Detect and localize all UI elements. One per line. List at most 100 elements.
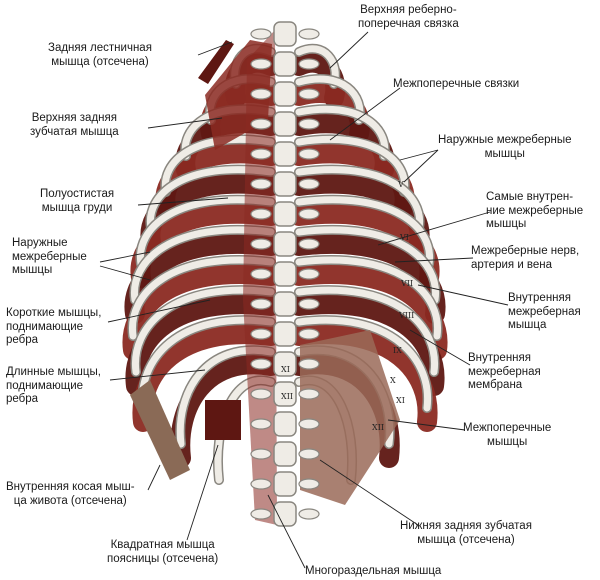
vertebra <box>273 411 297 437</box>
transverse-process-left <box>250 268 272 280</box>
leader-line <box>99 265 151 281</box>
transverse-process-left <box>250 328 272 340</box>
vertebral-column <box>250 21 320 527</box>
rib-left <box>131 286 275 376</box>
rib-right <box>295 286 439 376</box>
vertebra <box>273 471 297 497</box>
vertebra-numeral: XII <box>281 392 293 401</box>
label-posterior-scalene: Задняя лестничная мышца (отсечена) <box>48 42 152 68</box>
leader-line <box>417 284 509 306</box>
vertebra <box>273 21 297 47</box>
transverse-process-right <box>298 508 320 520</box>
label-external-intercostal-left: Наружные межреберные мышцы <box>12 237 87 276</box>
transverse-process-left <box>250 28 272 40</box>
transverse-process-right <box>298 178 320 190</box>
leader-line <box>319 459 419 526</box>
rib-left <box>130 226 275 304</box>
rib-left <box>136 196 275 268</box>
leader-line <box>394 257 474 263</box>
vertebra <box>273 501 297 527</box>
transverse-process-right <box>298 388 320 400</box>
rib-numeral: X <box>390 376 396 385</box>
vertebra <box>273 291 297 317</box>
leader-line <box>387 419 466 431</box>
transverse-process-right <box>298 88 320 100</box>
label-multifidus: Многораздельная мышца <box>305 565 442 577</box>
vertebra <box>273 201 297 227</box>
rib-numeral: XI <box>396 396 405 405</box>
transverse-process-left <box>250 88 272 100</box>
transverse-process-left <box>250 478 272 490</box>
rib-right <box>295 316 432 412</box>
vertebra <box>273 351 297 377</box>
transverse-process-left <box>250 298 272 310</box>
label-semispinalis-thoracis: Полуостистая мышца груди <box>40 188 115 214</box>
transverse-process-left <box>250 388 272 400</box>
leader-line <box>137 197 229 206</box>
quadratus-lumborum-muscle <box>205 400 241 440</box>
transverse-process-right <box>298 28 320 40</box>
transverse-process-left <box>250 148 272 160</box>
label-levatores-costarum-breves: Короткие мышцы, поднимающие ребра <box>6 307 102 346</box>
vertebra <box>273 231 297 257</box>
leader-line <box>99 251 151 263</box>
label-innermost-intercostal: Самые внутрен- ние межреберные мышцы <box>486 191 584 230</box>
vertebra <box>273 141 297 167</box>
transverse-process-right <box>298 118 320 130</box>
rib-right <box>295 196 434 268</box>
transverse-process-right <box>298 418 320 430</box>
label-intercostal-nerve: Межреберные нерв, артерия и вена <box>471 245 580 271</box>
rib-left <box>146 166 275 232</box>
label-serratus-posterior-superior: Верхняя задняя зубчатая мышца <box>30 112 119 138</box>
label-intertransverse-muscles: Межпоперечные мышцы <box>463 422 552 448</box>
vertebra <box>273 321 297 347</box>
leader-line <box>403 149 439 183</box>
vertebra <box>273 261 297 287</box>
rib-left <box>128 256 275 340</box>
leader-line <box>267 494 306 569</box>
rib-right <box>295 226 440 304</box>
label-external-intercostal-right: Наружные межреберные мышцы <box>438 134 572 160</box>
transverse-process-right <box>298 358 320 370</box>
label-quadratus-lumborum: Квадратная мышца поясницы (отсечена) <box>107 539 219 565</box>
label-internal-intercostal-membrane: Внутренняя межреберная мембрана <box>468 352 541 391</box>
transverse-process-left <box>250 58 272 70</box>
label-internal-intercostal: Внутренняя межреберная мышца <box>508 292 581 331</box>
rib-numeral: VII <box>400 279 413 288</box>
internal-oblique-muscle <box>130 380 190 480</box>
transverse-process-right <box>298 298 320 310</box>
transverse-process-left <box>250 508 272 520</box>
vertebra <box>273 441 297 467</box>
transverse-process-left <box>250 178 272 190</box>
transverse-process-right <box>298 478 320 490</box>
leader-lines <box>99 31 509 569</box>
transverse-process-right <box>298 208 320 220</box>
transverse-process-right <box>298 58 320 70</box>
transverse-process-right <box>298 238 320 250</box>
transverse-process-right <box>298 148 320 160</box>
transverse-process-right <box>298 268 320 280</box>
label-intertransverse-ligaments: Межпоперечные связки <box>393 78 520 90</box>
leader-line <box>147 117 223 129</box>
transverse-process-left <box>250 238 272 250</box>
leader-line <box>377 211 491 246</box>
posterior-scalene-muscle <box>198 40 234 84</box>
transverse-process-right <box>298 328 320 340</box>
leader-line <box>399 149 439 161</box>
leader-line <box>107 299 211 323</box>
transverse-process-left <box>250 418 272 430</box>
transverse-process-right <box>298 448 320 460</box>
rib-numeral: V <box>397 180 404 189</box>
leader-line <box>197 41 233 56</box>
vertebra <box>273 381 297 407</box>
label-serratus-posterior-inferior: Нижняя задняя зубчатая мышца (отсечена) <box>400 520 532 546</box>
label-levatores-costarum-longi: Длинные мышцы, поднимающие ребра <box>6 366 101 405</box>
vertebra <box>273 81 297 107</box>
label-internal-oblique: Внутренняя косая мыш- ца живота (отсечен… <box>6 481 135 507</box>
leader-line <box>109 369 206 381</box>
leader-line <box>147 464 161 491</box>
label-superior-costotransverse-ligament: Верхняя реберно- поперечная связка <box>358 4 459 30</box>
leader-line <box>329 31 369 69</box>
leader-line <box>186 444 219 541</box>
